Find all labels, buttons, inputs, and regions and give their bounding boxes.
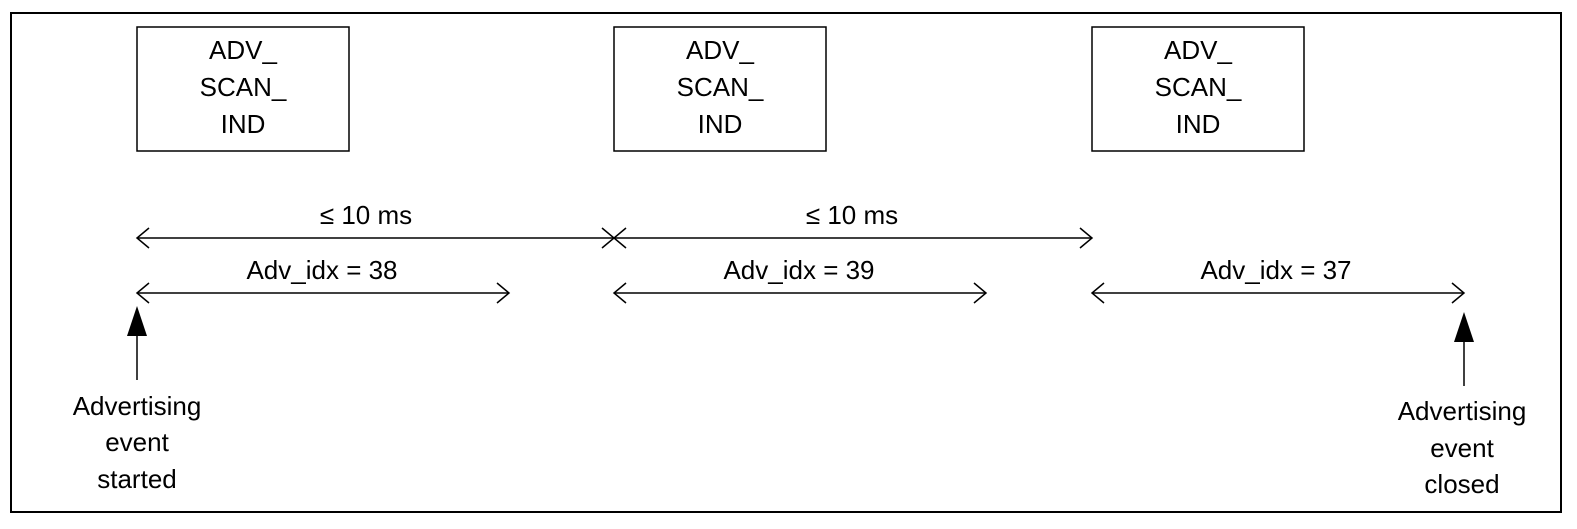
packet-box-1: ADV_ SCAN_ IND bbox=[136, 26, 350, 152]
diagram-frame bbox=[10, 12, 1562, 513]
packet-2-line-3: IND bbox=[698, 109, 743, 139]
packet-2-line-2: SCAN_ bbox=[677, 72, 764, 102]
packet-1-line-3: IND bbox=[221, 109, 266, 139]
end-label-line-1: Advertising bbox=[1398, 396, 1527, 426]
channel-label-37: Adv_idx = 37 bbox=[1200, 255, 1351, 285]
interval-label-2: ≤ 10 ms bbox=[806, 200, 898, 230]
packet-2-line-1: ADV_ bbox=[686, 35, 754, 65]
interval-arrow-2 bbox=[612, 227, 1094, 249]
packet-box-3: ADV_ SCAN_ IND bbox=[1091, 26, 1305, 152]
end-label-line-3: closed bbox=[1424, 469, 1499, 499]
start-label-line-2: event bbox=[105, 427, 169, 457]
channel-arrow-37 bbox=[1090, 282, 1466, 304]
interval-arrow-1 bbox=[135, 227, 616, 249]
start-label-line-3: started bbox=[97, 464, 177, 494]
channel-label-38: Adv_idx = 38 bbox=[246, 255, 397, 285]
packet-3-line-2: SCAN_ bbox=[1155, 72, 1242, 102]
packet-1-line-2: SCAN_ bbox=[200, 72, 287, 102]
packet-box-2: ADV_ SCAN_ IND bbox=[613, 26, 827, 152]
packet-3-line-1: ADV_ bbox=[1164, 35, 1232, 65]
packet-1-line-1: ADV_ bbox=[209, 35, 277, 65]
event-end-arrow bbox=[1454, 312, 1474, 386]
interval-label-1: ≤ 10 ms bbox=[320, 200, 412, 230]
channel-arrow-38 bbox=[135, 282, 511, 304]
channel-label-39: Adv_idx = 39 bbox=[723, 255, 874, 285]
event-start-arrow bbox=[127, 306, 147, 380]
end-label-line-2: event bbox=[1430, 433, 1494, 463]
channel-arrow-39 bbox=[612, 282, 988, 304]
packet-3-line-3: IND bbox=[1176, 109, 1221, 139]
start-label-line-1: Advertising bbox=[73, 391, 202, 421]
